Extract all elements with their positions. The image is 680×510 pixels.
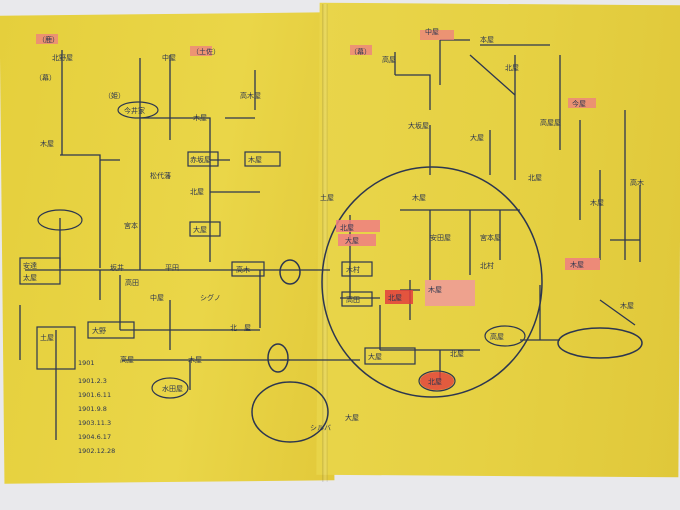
label: 高屋 — [490, 332, 504, 341]
label: 安達 — [23, 261, 37, 270]
label: 中屋 — [162, 53, 176, 62]
label: （幕） — [35, 73, 56, 82]
label: 木屋 — [193, 113, 207, 122]
label: 水田屋 — [162, 384, 183, 393]
label: 高木 — [630, 178, 644, 187]
label: 今井家 — [124, 106, 145, 115]
empty-circle-right — [557, 327, 643, 359]
label: 木屋 — [188, 355, 202, 364]
small-circle — [279, 259, 301, 285]
date-entry: 1901 — [78, 359, 95, 367]
label: 中屋 — [150, 293, 164, 302]
connector-lines — [19, 39, 641, 440]
paper-fold — [322, 4, 328, 482]
label: 高木屋 — [240, 91, 261, 100]
label: 宮本 — [124, 221, 138, 230]
label: 木屋 — [590, 198, 604, 207]
date-entry: 1902.12.28 — [78, 447, 115, 455]
label: 北村 — [480, 261, 494, 270]
label: 北屋 — [340, 224, 354, 232]
label: 土屋 — [40, 333, 54, 342]
label: 大屋 — [193, 225, 207, 234]
label: 大屋 — [345, 413, 359, 422]
label: 木屋 — [428, 285, 442, 294]
label: 北屋 — [428, 378, 442, 386]
date-entry: 1901.6.11 — [78, 391, 111, 399]
label: 北 屋 — [230, 324, 251, 332]
label: 坂井 — [110, 263, 124, 272]
label: 北屋 — [450, 350, 464, 358]
pink-highlights — [36, 30, 600, 390]
label: 大屋 — [345, 236, 359, 245]
label: （鹿） — [38, 35, 59, 44]
name-boxes — [19, 101, 526, 399]
date-list: 1901 1901.2.3 1901.6.11 1901.9.8 1903.11… — [78, 359, 115, 455]
small-circle-2 — [267, 343, 289, 373]
label: 北屋 — [388, 294, 402, 302]
label: （姫） — [104, 91, 125, 100]
date-entry: 1901.9.8 — [78, 405, 107, 413]
label: 赤坂屋 — [190, 155, 211, 164]
label: 中屋 — [425, 27, 439, 36]
label: 土屋 — [320, 193, 334, 202]
date-entry: 1903.11.3 — [78, 419, 111, 427]
label: 高田 — [125, 278, 139, 287]
label: 高屋 — [120, 355, 134, 364]
label: 大坂屋 — [408, 121, 429, 130]
label: 北屋 — [190, 188, 204, 196]
date-entry: 1904.6.17 — [78, 433, 111, 441]
label: 木屋 — [248, 155, 262, 164]
label: 木屋 — [570, 260, 584, 269]
label: 安田屋 — [430, 233, 451, 242]
label: 木屋 — [620, 301, 634, 310]
label: 松代藩 — [150, 171, 171, 180]
label: 宮本屋 — [480, 233, 501, 242]
label: 大屋 — [368, 352, 382, 361]
label: 平田 — [165, 264, 179, 272]
grouping-circles — [251, 166, 643, 443]
label-layer: （鹿） 北野屋 （土佐） （幕） （姫） 中屋 （幕） 今井家 高木屋 木屋 木… — [23, 27, 644, 432]
label: 大屋 — [470, 133, 484, 142]
label: 高屋 — [382, 55, 396, 64]
label: （土佐） — [192, 47, 220, 56]
label: 高木 — [236, 265, 250, 274]
label: 木村 — [346, 265, 360, 274]
label: 大野 — [92, 326, 106, 335]
label: シグノ — [200, 293, 221, 302]
label: シルバ — [310, 424, 331, 432]
label: 高田 — [346, 295, 360, 304]
label: 高屋屋 — [540, 118, 561, 127]
date-entry: 1901.2.3 — [78, 377, 107, 385]
label: （幕） — [350, 47, 371, 56]
label: 北屋 — [528, 174, 542, 182]
label: 今屋 — [572, 99, 586, 108]
core-family-circle — [321, 166, 543, 398]
empty-circle-left — [251, 381, 329, 443]
label: 木屋 — [412, 193, 426, 202]
label: 木屋 — [40, 139, 54, 148]
label: 北屋 — [505, 64, 519, 72]
label: 太屋 — [23, 273, 37, 282]
label: 北野屋 — [52, 54, 73, 62]
label: 本屋 — [480, 35, 494, 44]
